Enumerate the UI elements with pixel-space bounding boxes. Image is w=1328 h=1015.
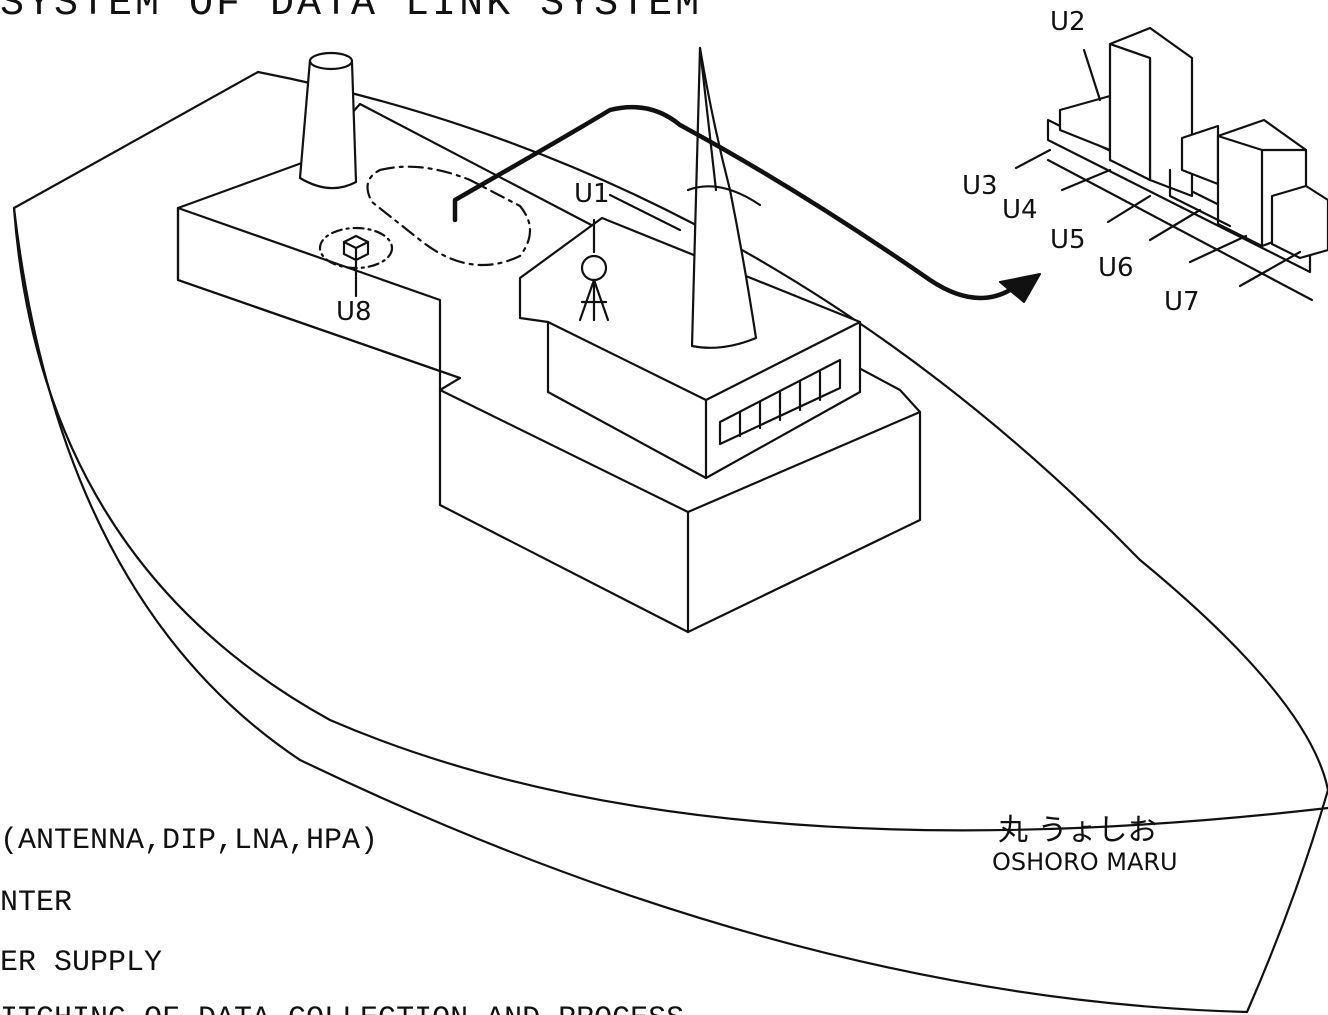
ship-funnel xyxy=(300,60,356,188)
legend-line-1: (ANTENNA,DIP,LNA,HPA) xyxy=(0,824,378,858)
legend-line-4: ITCHING OF DATA COLLECTION AND PROCESS xyxy=(0,1002,684,1015)
ship-name-english: OSHORO MARU xyxy=(992,848,1178,876)
ship-name-japanese: 丸 うょしお xyxy=(998,813,1158,848)
label-u7: U7 xyxy=(1164,287,1200,317)
label-u8: U8 xyxy=(336,297,372,327)
legend-line-3: ER SUPPLY xyxy=(0,946,162,980)
label-u5: U5 xyxy=(1050,225,1086,255)
label-u3: U3 xyxy=(962,171,998,201)
label-u1: U1 xyxy=(574,179,610,209)
label-u2: U2 xyxy=(1050,7,1086,37)
label-u4: U4 xyxy=(1002,195,1038,225)
label-u6: U6 xyxy=(1098,253,1134,283)
arrowhead-icon xyxy=(1000,274,1040,302)
legend-line-2: NTER xyxy=(0,886,72,920)
diagram-title: SYSTEM OF DATA LINK SYSTEM xyxy=(0,0,702,27)
